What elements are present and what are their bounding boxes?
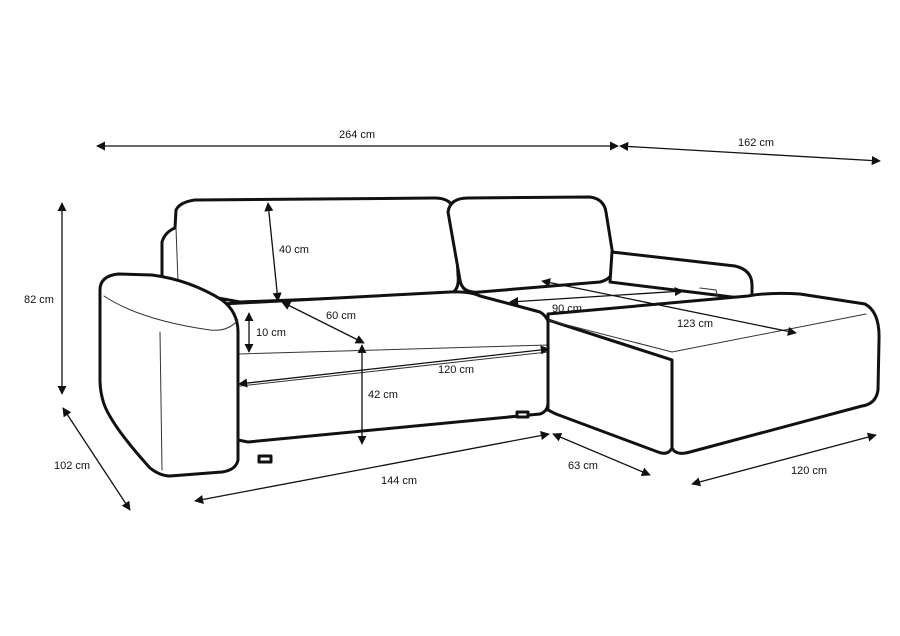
dim-line-123: [541, 278, 797, 336]
label-chaise-front-depth: 63 cm: [568, 460, 598, 472]
label-sleeping-width: 120 cm: [438, 364, 474, 376]
armrest-left: [98, 272, 240, 478]
back-cushion-right: [446, 195, 616, 294]
label-chaise-seat-width: 90 cm: [552, 303, 582, 315]
label-chaise-depth: 162 cm: [738, 137, 774, 149]
label-backrest-height: 40 cm: [279, 244, 309, 256]
back-cushion-left: [160, 196, 460, 304]
dim-line-63: [552, 432, 651, 477]
label-chaise-width: 120 cm: [791, 465, 827, 477]
label-seat-height: 42 cm: [368, 389, 398, 401]
label-chaise-sleeping-length: 123 cm: [677, 318, 713, 330]
dim-line-40: [264, 202, 282, 302]
dim-line-162: [619, 141, 881, 166]
label-seat-thickness: 10 cm: [256, 327, 286, 339]
sofa-illustration: [98, 195, 881, 478]
foot-left: [257, 454, 273, 464]
label-total-width: 264 cm: [339, 129, 375, 141]
label-depth: 102 cm: [54, 460, 90, 472]
foot-right: [515, 410, 530, 419]
label-height: 82 cm: [24, 294, 54, 306]
dimension-labels: 264 cm 162 cm 82 cm 102 cm 40 cm 60 cm 1…: [24, 129, 827, 487]
dim-line-60: [281, 301, 365, 344]
dim-line-102: [62, 407, 131, 511]
label-front-width: 144 cm: [381, 475, 417, 487]
dim-line-120-chaise: [691, 432, 877, 487]
dim-line-144: [194, 431, 550, 504]
dimension-lines: [57, 141, 881, 511]
dim-line-120-seat: [238, 345, 550, 388]
label-seat-depth: 60 cm: [326, 310, 356, 322]
